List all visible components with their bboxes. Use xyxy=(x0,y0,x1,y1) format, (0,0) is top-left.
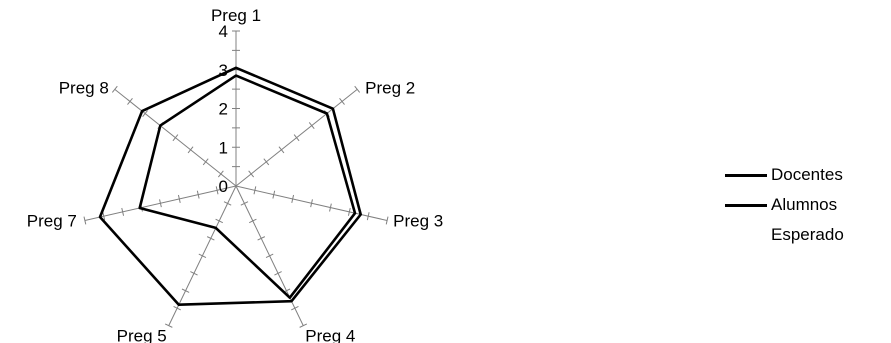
axis-tick xyxy=(190,271,198,276)
axis-tick xyxy=(102,212,106,221)
axis-tick xyxy=(299,323,308,328)
axis-tick xyxy=(198,253,207,259)
axis-tick xyxy=(263,158,270,166)
tick-label-1: 1 xyxy=(219,138,228,157)
axis-tick xyxy=(172,134,179,142)
legend-swatch-alumnos xyxy=(725,203,767,207)
axis-tick xyxy=(291,306,299,311)
category-label-preg-3: Preg 3 xyxy=(393,211,443,230)
axis-tick xyxy=(177,194,181,203)
legend-label-alumnos: Alumnos xyxy=(771,195,838,214)
radar-series xyxy=(98,66,363,307)
axis-tick xyxy=(265,253,274,259)
legend-swatch-esperado xyxy=(725,234,767,237)
axis-tick xyxy=(310,199,313,208)
axis-tick xyxy=(278,146,285,154)
category-label-preg-7: Preg 7 xyxy=(27,211,77,230)
axis-tick xyxy=(385,216,389,225)
axis-tick xyxy=(248,170,255,178)
axis-tick xyxy=(215,218,224,224)
legend-item-docentes: Docentes xyxy=(725,160,844,190)
axis-tick xyxy=(240,201,249,206)
category-label-preg-5: Preg 5 xyxy=(117,327,167,343)
axis-tick xyxy=(142,110,148,117)
legend-label-esperado: Esperado xyxy=(771,225,844,244)
axis-tick xyxy=(366,212,370,221)
axis-tick xyxy=(223,201,232,206)
axis-tick xyxy=(196,190,200,199)
axis-tick xyxy=(272,190,276,199)
series-line-docentes xyxy=(98,66,363,307)
axis-tick xyxy=(274,271,282,276)
axis-tick xyxy=(293,134,300,142)
series-line-alumnos xyxy=(138,74,357,300)
axis-tick xyxy=(83,216,87,225)
axis-tick xyxy=(164,323,173,328)
axis-tick xyxy=(217,170,224,178)
axis-tick xyxy=(206,236,215,241)
axis-tick xyxy=(159,199,162,208)
axis-tick xyxy=(248,218,257,224)
axis-tick xyxy=(215,186,219,195)
axis-tick xyxy=(202,158,209,166)
axis-tick xyxy=(257,236,266,241)
legend-swatch-docentes xyxy=(725,173,767,177)
axis-tick xyxy=(291,194,295,203)
axis-tick xyxy=(308,122,315,130)
axis-tick xyxy=(347,207,351,216)
axis-tick xyxy=(173,306,181,311)
tick-label-4: 4 xyxy=(219,22,228,41)
legend-item-alumnos: Alumnos xyxy=(725,190,844,220)
axis-tick xyxy=(253,186,257,195)
axis-tick xyxy=(187,146,194,154)
radar-axes xyxy=(83,30,389,328)
category-label-preg-4: Preg 4 xyxy=(305,327,355,343)
axis-tick xyxy=(181,288,190,293)
axis-tick xyxy=(354,85,361,93)
axis-tick xyxy=(111,85,118,93)
axis-tick xyxy=(127,98,133,105)
tick-label-3: 3 xyxy=(219,61,228,80)
axis-tick xyxy=(339,98,345,105)
category-label-preg-1: Preg 1 xyxy=(211,6,261,25)
legend-item-esperado: Esperado xyxy=(725,220,844,250)
legend-label-docentes: Docentes xyxy=(771,165,843,184)
tick-label-2: 2 xyxy=(219,100,228,119)
tick-label-0: 0 xyxy=(219,177,228,196)
axis-tick xyxy=(329,203,332,212)
axis-tick xyxy=(121,207,125,216)
category-label-preg-8: Preg 8 xyxy=(59,78,109,97)
category-label-preg-2: Preg 2 xyxy=(365,78,415,97)
legend: Docentes Alumnos Esperado xyxy=(725,160,844,250)
